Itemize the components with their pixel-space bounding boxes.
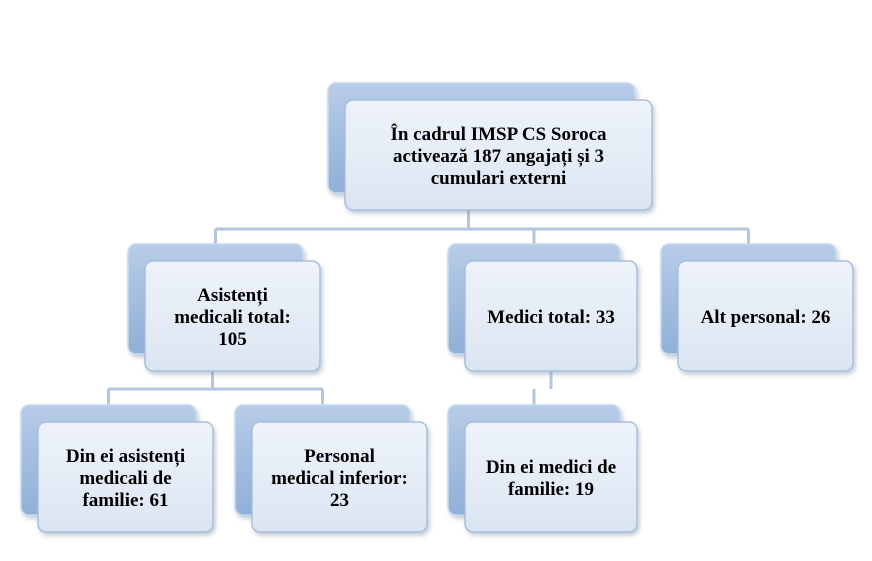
node-label-line: Medici total: 33 [487, 307, 615, 328]
node-box [37, 421, 214, 533]
node-label-line: medicali de [79, 468, 171, 489]
node-label-line: Alt personal: 26 [701, 307, 831, 328]
node-label-line: 105 [218, 329, 247, 350]
node-label-line: Din ei medici de [486, 457, 616, 478]
org-node-medici: Medici total: 33 [447, 243, 638, 372]
node-box [677, 260, 854, 372]
node-label-line: Din ei asistenți [66, 446, 185, 467]
connector-lines [107, 210, 750, 405]
node-box [251, 421, 428, 533]
node-label-line: familie: 61 [82, 490, 168, 511]
node-label: Medici total: 33 [487, 307, 615, 328]
org-node-alt: Alt personal: 26 [660, 243, 854, 372]
node-label-line: medical inferior: [271, 468, 408, 489]
node-label-line: cumulari externi [431, 168, 567, 189]
node-label-line: medicali total: [174, 307, 291, 328]
node-box [344, 99, 653, 211]
node-box [144, 260, 321, 372]
node-label-line: Personal [304, 446, 375, 467]
node-label-line: În cadrul IMSP CS Soroca [390, 123, 607, 145]
node-label-line: Asistenți [197, 285, 268, 306]
node-label-line: 23 [330, 490, 349, 511]
node-box [464, 260, 638, 372]
node-label-line: activează 187 angajați și 3 [393, 146, 604, 167]
node-box [464, 421, 638, 533]
node-label-line: familie: 19 [508, 479, 594, 500]
node-label: Alt personal: 26 [701, 307, 831, 328]
